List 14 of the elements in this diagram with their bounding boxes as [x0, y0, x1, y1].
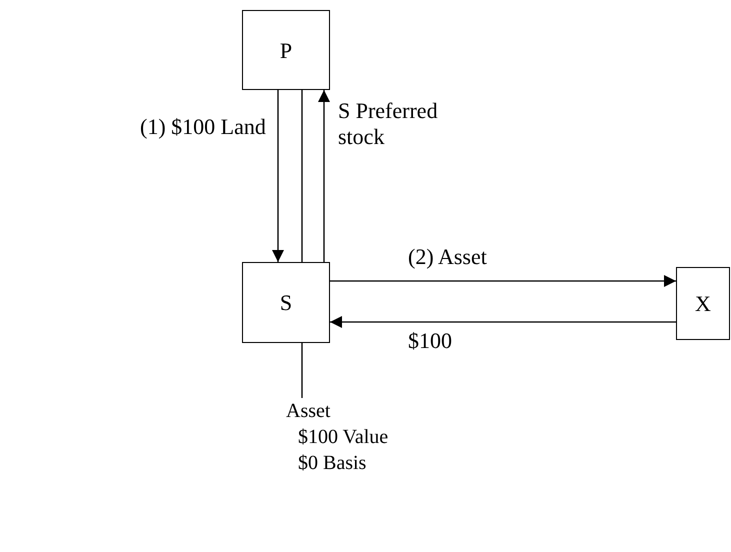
- edge-label: (1) $100 Land: [140, 114, 267, 140]
- edge-label: (2) Asset: [408, 244, 488, 270]
- connector-line: [301, 90, 303, 262]
- note-text: Asset $100 Value $0 Basis: [286, 398, 406, 494]
- connector-line: [301, 343, 303, 398]
- arrow: [272, 90, 284, 262]
- edge-label: S Preferred stock: [338, 98, 439, 150]
- edge-label: $100: [408, 328, 453, 354]
- arrow: [318, 90, 330, 262]
- entity-box: X: [676, 267, 730, 340]
- arrow: [330, 316, 676, 328]
- entity-box: S: [242, 262, 330, 343]
- entity-box: P: [242, 10, 330, 90]
- arrow: [330, 275, 676, 287]
